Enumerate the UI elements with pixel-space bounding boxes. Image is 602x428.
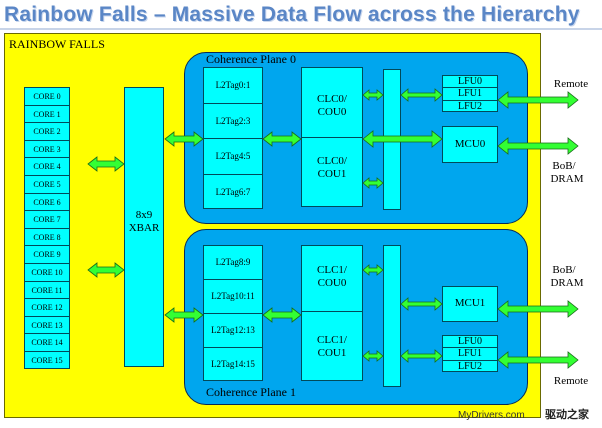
xbar-block: 8x9 XBAR	[124, 87, 164, 367]
xbar-label-line1: 8x9	[135, 209, 153, 221]
l2tag-cell: L2Tag14:15	[211, 359, 255, 369]
core-cell: CORE 9	[25, 246, 69, 264]
chip-label: RAINBOW FALLS	[9, 37, 105, 51]
lfu-cell: LFU0	[443, 336, 497, 349]
coherence-plane-1-label: Coherence Plane 1	[206, 385, 296, 399]
core-cell: CORE 15	[31, 356, 63, 365]
watermark-chinese: 驱动之家	[545, 408, 589, 421]
title-divider	[0, 28, 602, 30]
core-cell: CORE 3	[25, 141, 69, 159]
core-cell: CORE 7	[25, 211, 69, 229]
clc-cou0-plane-0: CLC0/ COU0	[302, 68, 362, 138]
l2tag-cell: L2Tag8:9	[204, 246, 262, 280]
core-cell: CORE 14	[25, 334, 69, 352]
clc-block-plane-1: CLC1/ COU0 CLC1/ COU1	[301, 245, 363, 381]
xbar-label-line2: XBAR	[128, 222, 160, 234]
remote-label-top: Remote	[553, 78, 589, 90]
core-cell: CORE 8	[25, 229, 69, 247]
l2tag-cell: L2Tag4:5	[204, 139, 262, 175]
core-cell: CORE 4	[25, 158, 69, 176]
lfu-stack-plane-1: LFU0 LFU1 LFU2	[442, 335, 498, 372]
l2tag-cell: L2Tag10:11	[204, 280, 262, 314]
core-column: CORE 0 CORE 1 CORE 2 CORE 3 CORE 4 CORE …	[24, 87, 70, 369]
lfu-cell: LFU2	[458, 360, 482, 372]
core-cell: CORE 2	[25, 123, 69, 141]
page-title: Rainbow Falls – Massive Data Flow across…	[4, 3, 580, 26]
l2tag-cell: L2Tag12:13	[204, 314, 262, 348]
core-cell: CORE 10	[25, 264, 69, 282]
remote-label-bottom: Remote	[553, 375, 589, 387]
l2tag-cell: L2Tag2:3	[204, 104, 262, 139]
lfu-stack-plane-0: LFU0 LFU1 LFU2	[442, 75, 498, 112]
l2tag-column-plane-0: L2Tag0:1 L2Tag2:3 L2Tag4:5 L2Tag6:7	[203, 67, 263, 209]
clc-block-plane-0: CLC0/ COU0 CLC0/ COU1	[301, 67, 363, 207]
core-cell: CORE 1	[25, 106, 69, 124]
mcu-plane-1: MCU1	[442, 286, 498, 322]
bob-dram-label-top-line1: BoB/	[552, 160, 576, 172]
clc-cou1-plane-0: CLC0/ COU1	[317, 155, 347, 180]
coherence-plane-0-label: Coherence Plane 0	[206, 52, 296, 66]
lfu-cell: LFU1	[443, 348, 497, 361]
l2tag-column-plane-1: L2Tag8:9 L2Tag10:11 L2Tag12:13 L2Tag14:1…	[203, 245, 263, 381]
lfu-cell: LFU0	[443, 76, 497, 89]
mcu-plane-0: MCU0	[442, 126, 498, 163]
clc-cou1-plane-1: CLC1/ COU1	[317, 334, 347, 359]
lfu-cell: LFU1	[443, 88, 497, 101]
l2tag-cell: L2Tag6:7	[215, 186, 251, 197]
core-cell: CORE 0	[25, 88, 69, 106]
core-cell: CORE 5	[25, 176, 69, 194]
lfu-cell: LFU2	[458, 100, 482, 112]
bob-dram-label-bottom-line1: BoB/	[552, 264, 576, 276]
core-cell: CORE 11	[25, 282, 69, 300]
bob-dram-label-top-line2: DRAM	[550, 173, 584, 185]
bus-plane-1	[383, 245, 401, 387]
core-cell: CORE 12	[25, 299, 69, 317]
core-cell: CORE 13	[25, 317, 69, 335]
watermark: MyDrivers.com	[458, 410, 525, 421]
bus-plane-0	[383, 69, 401, 210]
l2tag-cell: L2Tag0:1	[204, 68, 262, 104]
bob-dram-label-bottom-line2: DRAM	[550, 277, 584, 289]
clc-cou0-plane-1: CLC1/ COU0	[302, 246, 362, 312]
core-cell: CORE 6	[25, 194, 69, 212]
